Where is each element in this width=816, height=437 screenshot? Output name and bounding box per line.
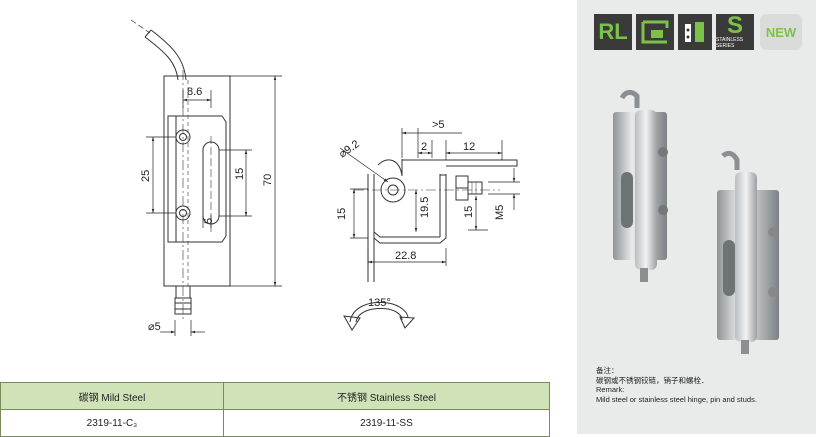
badge-hinge-icon bbox=[678, 14, 712, 50]
badge-new: NEW bbox=[760, 14, 802, 50]
header-mild-steel: 碳钢 Mild Steel bbox=[0, 382, 224, 410]
table-header-row: 碳钢 Mild Steel 不锈钢 Stainless Steel bbox=[0, 382, 551, 410]
dim-19-5: 19.5 bbox=[419, 197, 431, 218]
badge-stainless-label: STAINLESS SERIES bbox=[716, 37, 744, 49]
product-photo bbox=[613, 89, 779, 354]
dim-slot-length: 15 bbox=[234, 168, 246, 180]
dim-hole: ⌀9.2 bbox=[337, 138, 362, 160]
dim-22-8: 22.8 bbox=[395, 250, 416, 262]
remark-line-3: Remark: bbox=[596, 385, 625, 395]
technical-drawing: 8.6 25 15 5 70 ⌀5 bbox=[130, 19, 520, 336]
side-dimensions bbox=[339, 128, 520, 266]
dim-width-top: 8.6 bbox=[187, 86, 202, 98]
badge-stainless-series: S STAINLESS SERIES bbox=[716, 14, 754, 50]
dim-height: 70 bbox=[262, 174, 274, 186]
badge-bracket-icon bbox=[636, 14, 674, 50]
remark-line-2: 碳钢或不锈钢铰链，销子和螺栓． bbox=[596, 375, 709, 385]
part-number-table: 碳钢 Mild Steel 不锈钢 Stainless Steel 2319-1… bbox=[0, 382, 551, 437]
table-row: 2319-11-C₃ 2319-11-SS bbox=[0, 409, 551, 437]
dim-offset-12: 12 bbox=[463, 141, 475, 153]
product-panel bbox=[577, 0, 816, 434]
dim-15-left: 15 bbox=[336, 208, 348, 220]
badge-rl: RL bbox=[594, 14, 632, 50]
dim-slot-spacing: 25 bbox=[140, 170, 152, 182]
rotation-arrow-icon bbox=[343, 301, 416, 331]
dim-gap: >5 bbox=[432, 119, 445, 131]
remark-block: 备注： 碳钢或不锈钢铰链，销子和螺栓． Remark: Mild steel o… bbox=[596, 366, 806, 404]
badge-rl-label: RL bbox=[598, 19, 628, 44]
side-view bbox=[354, 159, 518, 282]
front-dimensions bbox=[146, 75, 282, 336]
dim-offset-2: 2 bbox=[421, 141, 427, 153]
dim-thread: M5 bbox=[494, 205, 506, 220]
rotation-angle: 135° bbox=[368, 297, 391, 309]
dim-pin-diameter: ⌀5 bbox=[148, 321, 161, 333]
part-number-mild-steel: 2319-11-C₃ bbox=[0, 409, 224, 437]
remark-line-4: Mild steel or stainless steel hinge, pin… bbox=[596, 394, 757, 404]
dim-15-right: 15 bbox=[463, 206, 475, 218]
part-number-stainless-steel: 2319-11-SS bbox=[222, 409, 551, 437]
dim-small: 5 bbox=[203, 218, 215, 224]
front-view bbox=[130, 19, 231, 320]
header-stainless-steel: 不锈钢 Stainless Steel bbox=[222, 382, 551, 410]
badge-new-label: NEW bbox=[765, 24, 797, 40]
remark-line-1: 备注： bbox=[596, 366, 619, 375]
